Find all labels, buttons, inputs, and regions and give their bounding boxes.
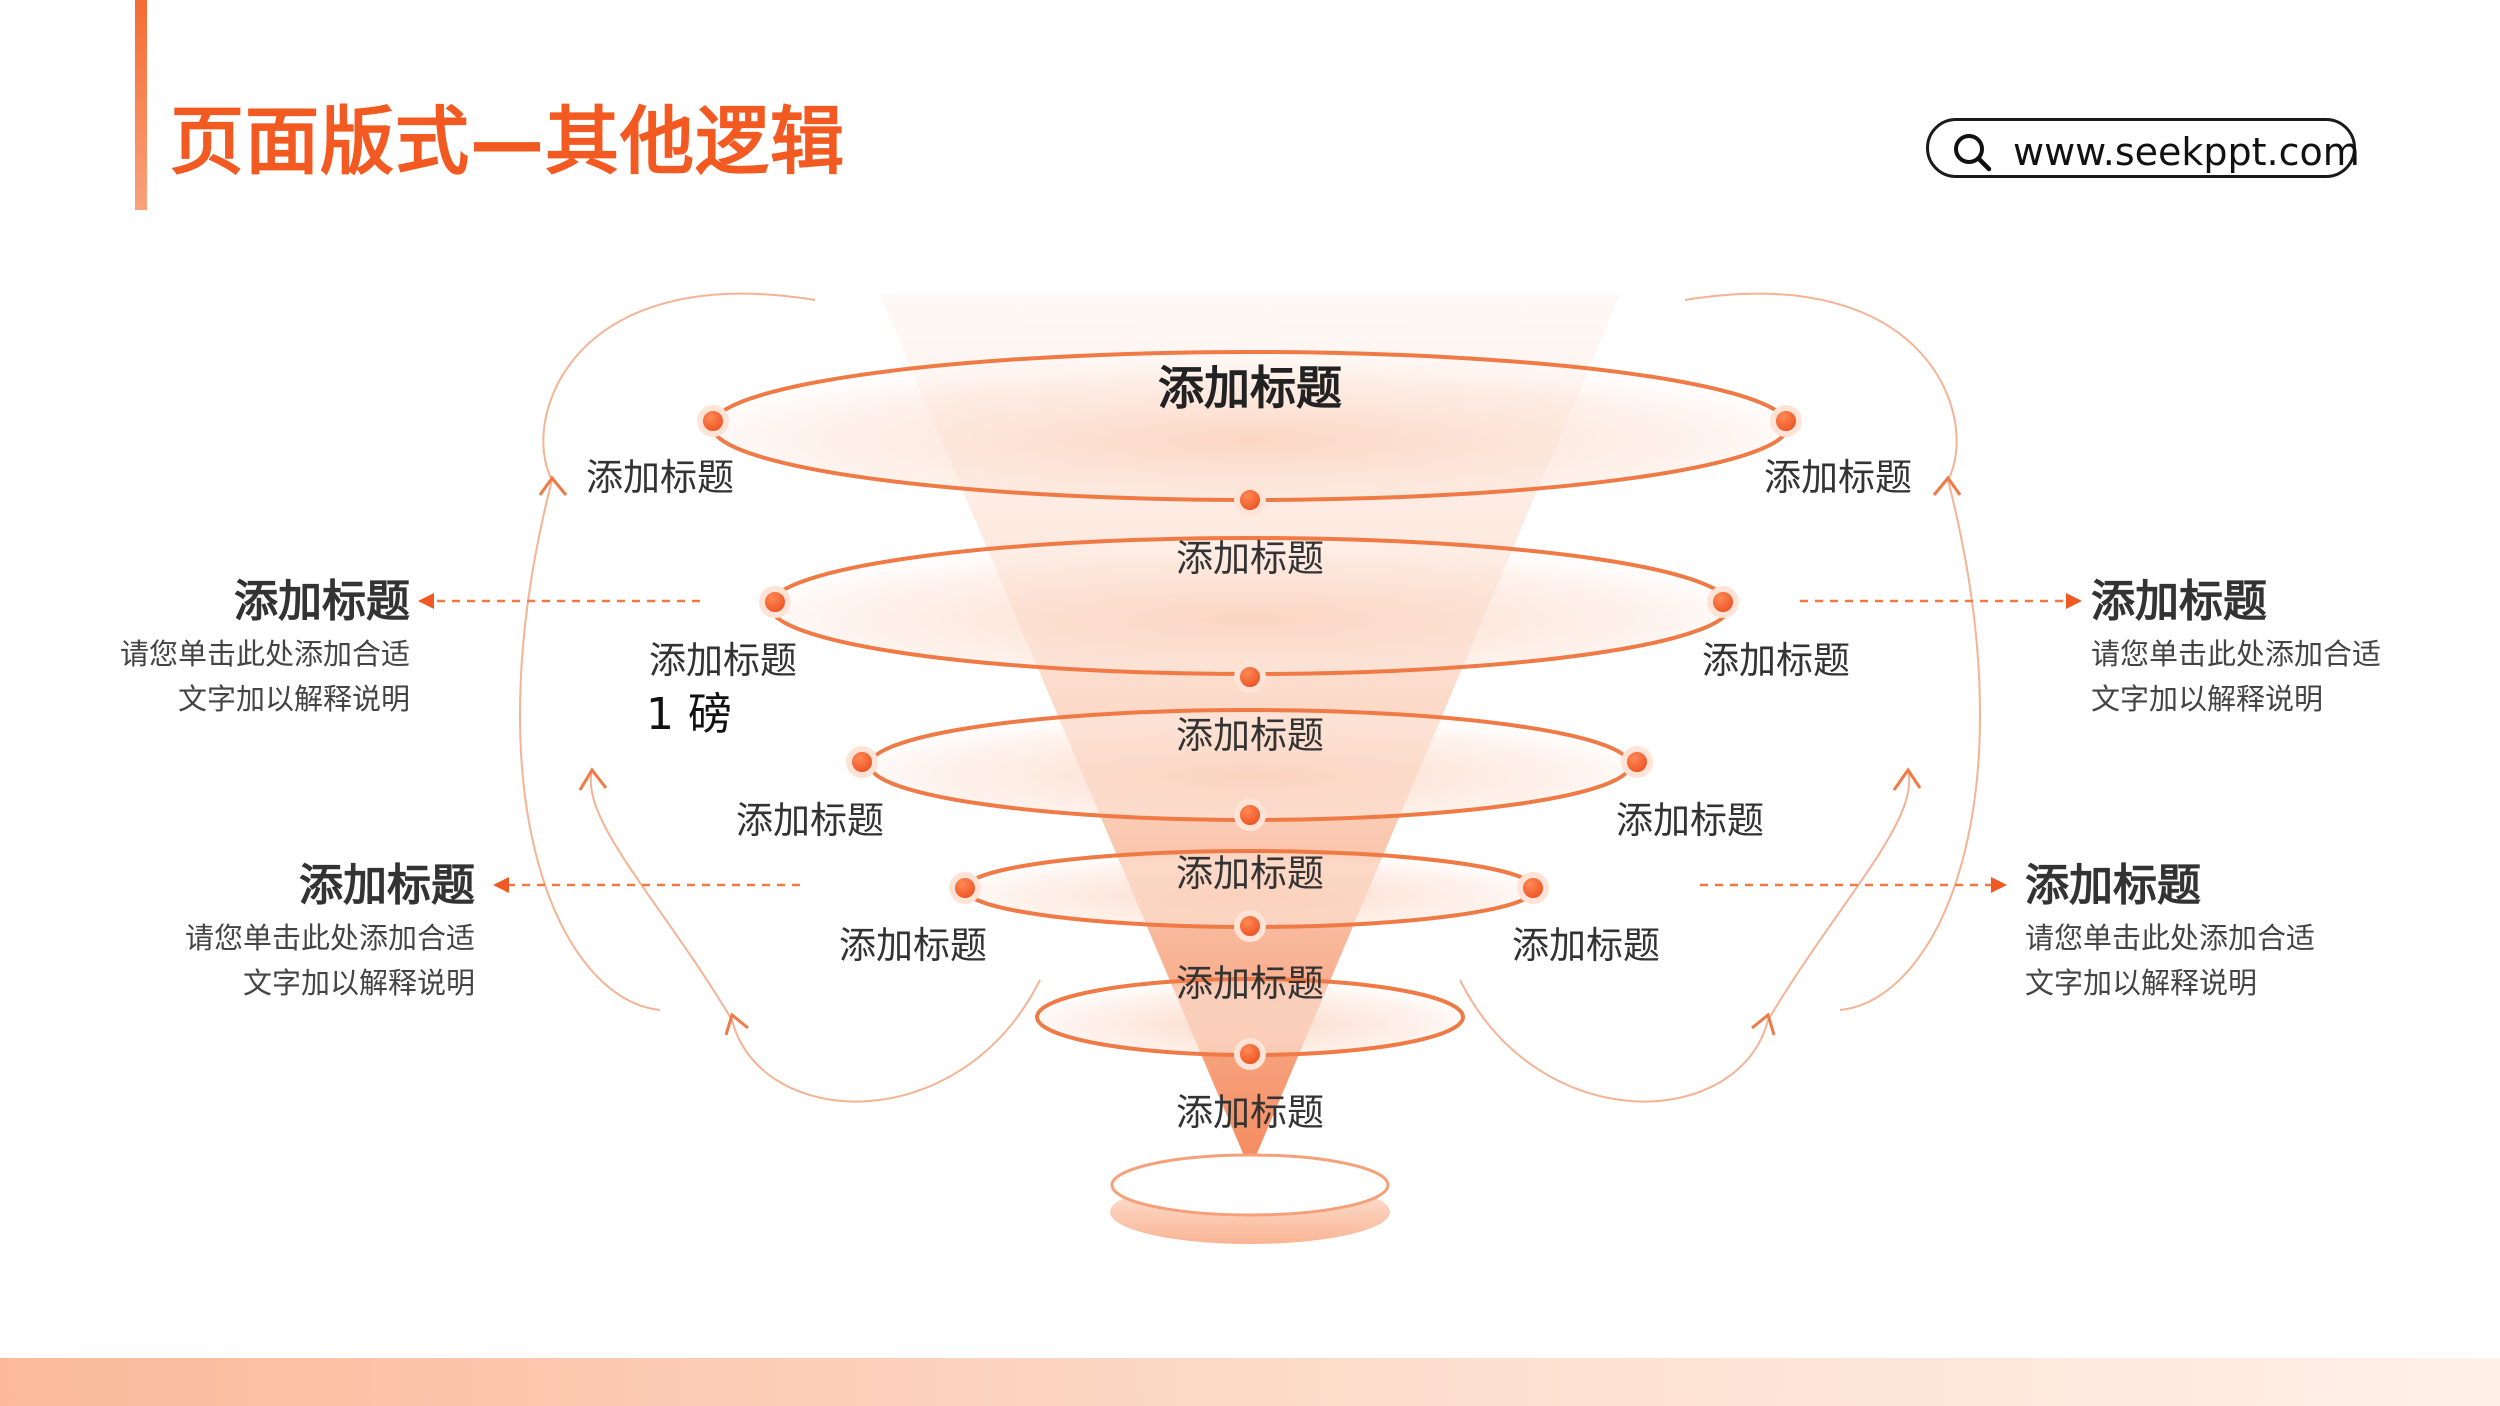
dot-c2 [1234,661,1266,693]
layer-4-left-label: 添加标题 [839,924,987,967]
dot-c4 [1234,910,1266,942]
funnel-base [1110,1153,1390,1244]
layer-4-center-label: 添加标题 [1176,962,1324,1005]
side-block-title: 添加标题 [234,576,410,627]
right-outer-curve [1684,292,1981,1011]
side-block-desc: 文字加以解释说明 [242,966,475,1000]
dot-c5 [1234,1038,1266,1070]
side-block-desc: 文字加以解释说明 [2025,966,2258,1000]
dashed-connectors [430,599,2070,887]
dot-r2 [1707,586,1739,618]
dot-c1 [1234,484,1266,516]
layer-3-right-label: 添加标题 [1616,799,1764,842]
layer-2-right-label: 添加标题 [1702,639,1850,682]
left-outer-curve [519,292,816,1011]
dot-l2 [759,586,791,618]
layer-1-right-label: 添加标题 [1764,456,1912,499]
title-accent-bar [135,0,147,210]
connector-arrowheads [418,593,2082,893]
side-block-title: 添加标题 [299,860,475,911]
dot-c3 [1234,799,1266,831]
layer-4-right-label: 添加标题 [1512,924,1660,967]
search-icon [1954,134,1992,172]
layer-dots [697,405,1802,1070]
dot-r4 [1517,872,1549,904]
side-block-left-upper: 添加标题 请您单击此处添加合适 文字加以解释说明 [50,572,410,722]
side-block-right-upper: 添加标题 请您单击此处添加合适 文字加以解释说明 [2091,572,2451,722]
layer-2-center-label: 添加标题 [1176,714,1324,757]
layer-1-left-label: 添加标题 [586,456,734,499]
bottom-decor-band [0,1358,2500,1406]
page-title: 页面版式—其他逻辑 [170,99,845,185]
side-curves [519,292,1981,1103]
funnel-top-title: 添加标题 [1158,361,1342,415]
layer-3-left-label: 添加标题 [736,799,884,842]
dot-l4 [949,872,981,904]
right-inner-curve [1459,769,1911,1103]
side-block-desc: 文字加以解释说明 [2091,682,2324,716]
dot-r3 [1621,746,1653,778]
layer-1-center-label: 添加标题 [1176,537,1324,580]
layer-5-center-label: 添加标题 [1176,1091,1324,1134]
dot-r1 [1770,405,1802,437]
dot-l3 [846,746,878,778]
side-block-desc: 请您单击此处添加合适 [2091,637,2382,671]
side-block-desc: 请您单击此处添加合适 [184,921,475,955]
website-search-badge[interactable]: www.seekppt.com [1926,118,2360,178]
left-inner-curve [589,769,1041,1103]
dot-l1 [697,405,729,437]
website-url: www.seekppt.com [2013,130,2360,174]
curve-arrowheads [538,475,1962,1036]
layer-2-left-label: 添加标题 [649,639,797,682]
side-block-desc: 请您单击此处添加合适 [119,637,410,671]
stray-text: 1 磅 [646,689,732,740]
side-block-title: 添加标题 [2091,576,2267,627]
side-block-desc: 请您单击此处添加合适 [2025,921,2316,955]
side-block-left-lower: 添加标题 请您单击此处添加合适 文字加以解释说明 [115,856,475,1006]
side-block-title: 添加标题 [2025,860,2201,911]
side-block-desc: 文字加以解释说明 [177,682,410,716]
layer-3-center-label: 添加标题 [1176,852,1324,895]
side-block-right-lower: 添加标题 请您单击此处添加合适 文字加以解释说明 [2025,856,2385,1006]
